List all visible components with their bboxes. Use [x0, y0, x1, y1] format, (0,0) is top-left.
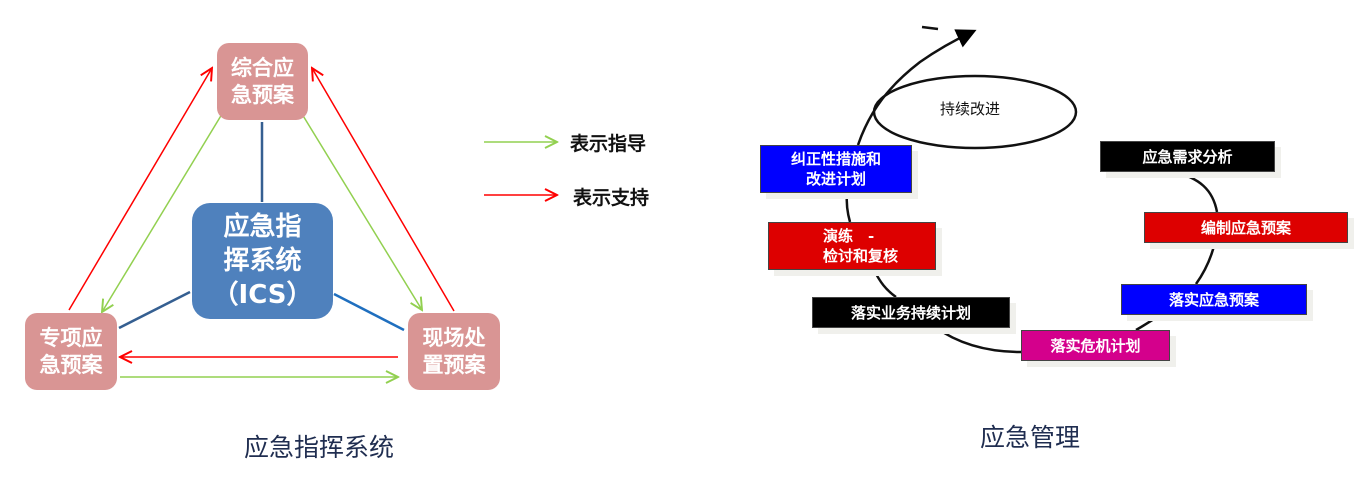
step-line: 改进计划 [805, 170, 866, 188]
continuous-improvement-label: 持续改进 [940, 100, 1001, 118]
step-develop-plan: 编制应急预案 [1144, 212, 1348, 243]
step-line: 演练 - [823, 227, 875, 245]
box-line: 置预案 [422, 352, 486, 377]
comprehensive-plan-box: 综合应急预案 [217, 43, 308, 120]
ics-caption: 应急指挥系统 [244, 433, 395, 462]
box-line: 综合应 [231, 55, 294, 80]
legend-guidance: 表示指导 [570, 133, 647, 155]
box-line: 急预案 [39, 352, 103, 377]
em-caption: 应急管理 [980, 423, 1081, 452]
step-line: 纠正性措施和 [790, 150, 881, 168]
step-corrective-actions: 纠正性措施和改进计划 [760, 145, 912, 193]
box-line: 现场处 [422, 325, 486, 350]
legend-support: 表示支持 [573, 187, 650, 209]
ics-links [68, 68, 557, 377]
step-business-continuity: 落实业务持续计划 [812, 297, 1010, 328]
ics-center-box: 应急指挥系统 （ICS） [192, 203, 333, 319]
step-crisis-plan: 落实危机计划 [1021, 330, 1170, 361]
onsite-plan-box: 现场处置预案 [408, 313, 500, 390]
box-line: 应急指 [223, 212, 302, 242]
em-cycle [845, 25, 1219, 354]
box-line: （ICS） [212, 280, 313, 310]
special-plan-box: 专项应急预案 [25, 313, 117, 390]
box-line: 急预案 [231, 82, 294, 107]
step-line: 检讨和复核 [823, 247, 899, 265]
box-line: 挥系统 [223, 246, 302, 276]
step-exercise-review: 演练 - 检讨和复核 [768, 222, 936, 270]
step-needs-analysis: 应急需求分析 [1100, 141, 1275, 172]
box-line: 专项应 [39, 325, 103, 350]
step-implement-plan: 落实应急预案 [1121, 284, 1307, 315]
